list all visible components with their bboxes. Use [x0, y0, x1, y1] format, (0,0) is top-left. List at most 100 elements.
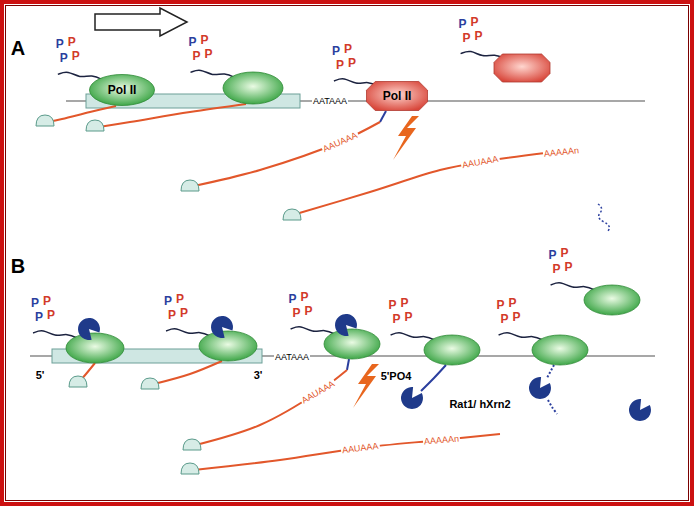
phospho-mark: P — [509, 297, 517, 309]
phospho-mark: P — [31, 297, 39, 309]
phospho-mark: P — [475, 30, 483, 42]
pol-ii-ellipse — [223, 72, 283, 104]
rat1-exonuclease — [211, 316, 233, 338]
pol-ii-ellipse — [532, 335, 588, 365]
poly-a-tail: AAAAAn — [423, 433, 461, 447]
rat1-exonuclease — [78, 318, 100, 340]
panel-letter: A — [11, 38, 25, 58]
degraded-rna — [598, 204, 609, 231]
phospho-mark: P — [463, 32, 471, 44]
pol-ii-ellipse — [66, 333, 124, 363]
mrna-cap — [69, 376, 87, 387]
ctd-tail — [499, 333, 545, 341]
phospho-mark: P — [305, 305, 313, 317]
rna-signal: AAUAAA — [299, 378, 338, 407]
phospho-mark: P — [301, 291, 309, 303]
pol-ii-ellipse — [324, 329, 380, 359]
rna-strand — [196, 370, 347, 445]
phospho-mark: P — [164, 295, 172, 307]
mrna-cap — [181, 463, 199, 474]
rna-strand — [296, 153, 545, 214]
mrna-cap — [283, 209, 301, 220]
phospho-mark: P — [336, 59, 344, 71]
mrna-cap — [181, 180, 199, 191]
phospho-mark: P — [501, 313, 509, 325]
phospho-mark: P — [293, 307, 301, 319]
rna-strand — [47, 106, 116, 122]
mrna-cap — [183, 439, 201, 450]
mrna-cap — [141, 378, 159, 389]
mrna-cap — [86, 120, 104, 131]
ctd-tail — [391, 333, 437, 341]
rna-strand — [99, 104, 246, 127]
phosphate-end: 5'PO4 — [381, 371, 412, 382]
phospho-mark: P — [513, 311, 521, 323]
rna-strand — [547, 365, 554, 378]
phospho-mark: P — [561, 247, 569, 259]
phospho-mark: P — [192, 50, 200, 62]
ellipse-shape — [90, 75, 155, 106]
frame-inner — [6, 6, 689, 501]
phospho-mark: P — [332, 45, 340, 57]
rat1-exonuclease — [629, 399, 651, 421]
phospho-mark: P — [471, 16, 479, 28]
pol-ii-ellipse — [584, 285, 640, 315]
phospho-mark: P — [389, 299, 397, 311]
ctd-tail — [191, 70, 237, 78]
strand-end: 3' — [254, 370, 263, 381]
phospho-mark: P — [289, 293, 297, 305]
node-label: Pol II — [383, 90, 412, 102]
phospho-mark: P — [68, 36, 76, 48]
rna-signal: AAUAAA — [460, 153, 500, 171]
rat1-exonuclease — [401, 387, 423, 409]
phospho-mark: P — [47, 309, 55, 321]
phospho-mark: P — [497, 299, 505, 311]
mrna-cap — [36, 115, 54, 126]
phospho-mark: P — [72, 50, 80, 62]
phospho-mark: P — [176, 293, 184, 305]
ctd-tail — [33, 331, 79, 339]
cleavage-bolt — [353, 364, 379, 408]
pol-ii-ellipse — [199, 331, 257, 361]
pol-ii-octagon: Pol II — [366, 81, 428, 111]
direction-arrow — [95, 8, 187, 36]
phospho-mark: P — [348, 57, 356, 69]
rna-strand — [380, 111, 386, 122]
pol-ii-ellipse — [424, 335, 480, 365]
pol-ii-ellipse: Pol II — [89, 74, 155, 106]
signal-sequence: AATAAA — [312, 96, 348, 107]
phospho-mark: P — [553, 263, 561, 275]
rat1-exonuclease — [529, 377, 551, 399]
cleavage-bolt — [393, 116, 419, 160]
panel-letter: B — [11, 256, 25, 276]
rna-strand — [548, 400, 557, 414]
phospho-mark: P — [60, 52, 68, 64]
signal-sequence: AATAAA — [274, 352, 310, 363]
phospho-mark: P — [405, 311, 413, 323]
ctd-tail — [291, 327, 337, 335]
phospho-mark: P — [344, 43, 352, 55]
phospho-mark: P — [401, 297, 409, 309]
phospho-mark: P — [200, 34, 208, 46]
ctd-tail — [551, 283, 597, 291]
phospho-mark: P — [459, 18, 467, 30]
rna-strand — [421, 365, 446, 391]
phospho-mark: P — [180, 307, 188, 319]
poly-a-tail: AAAAAn — [543, 145, 581, 160]
phospho-mark: P — [549, 249, 557, 261]
rna-strand — [347, 359, 349, 370]
enzyme-name: Rat1/ hXrn2 — [449, 399, 510, 410]
phospho-mark: P — [35, 311, 43, 323]
phospho-mark: P — [43, 295, 51, 307]
phospho-mark: P — [393, 313, 401, 325]
phospho-mark: P — [168, 309, 176, 321]
ctd-tail — [58, 72, 104, 80]
rna-signal: AAUAAA — [320, 129, 360, 155]
rna-strand — [194, 122, 380, 186]
phospho-mark: P — [204, 48, 212, 60]
octagon-shape — [367, 82, 428, 111]
phospho-mark: P — [56, 38, 64, 50]
